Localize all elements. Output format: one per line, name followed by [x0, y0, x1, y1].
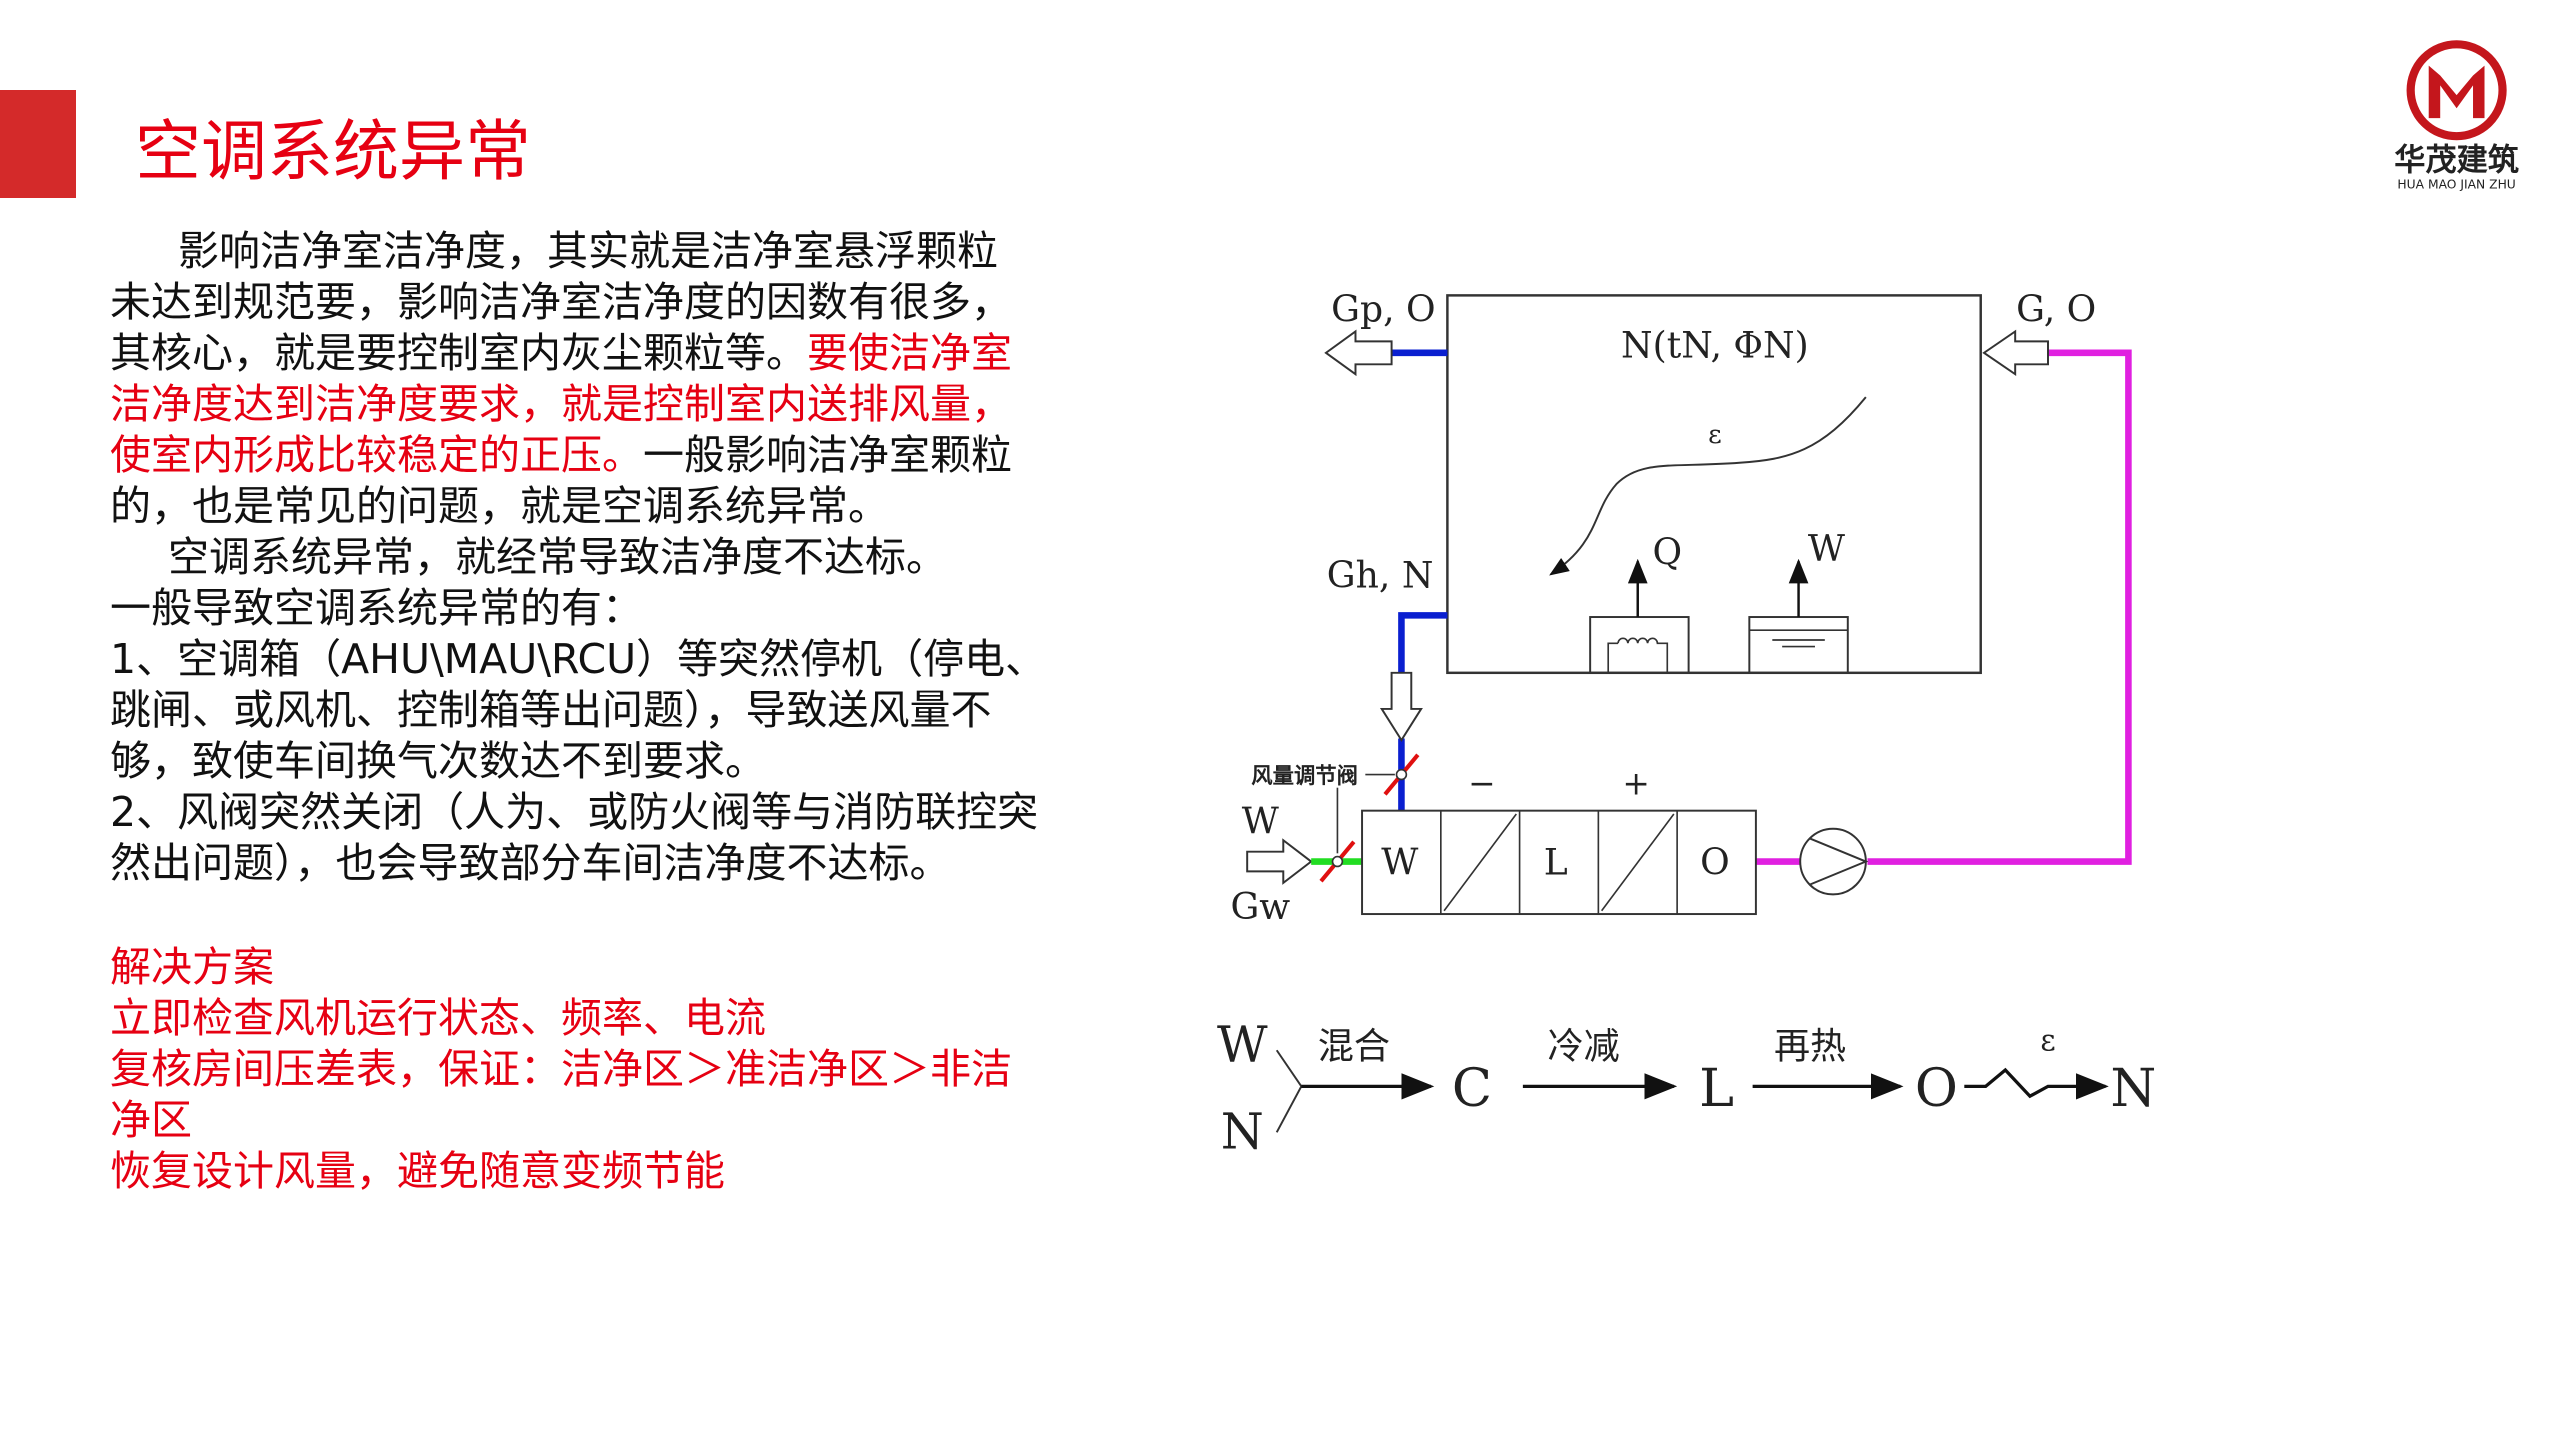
process-o: O — [1915, 1058, 1958, 1119]
process-mix: 混合 — [1318, 1024, 1390, 1067]
text-line: 1、空调箱（AHU\MAU\RCU）等突然停机（停电、 — [110, 635, 1047, 683]
highlight-span: 使室内形成比较稳定的正压。 — [110, 431, 643, 479]
epsilon-curve — [1549, 396, 1867, 576]
process-reheat: 再热 — [1774, 1024, 1846, 1067]
process-n-out: N — [2110, 1058, 2156, 1119]
text-line: 其核心，就是要控制室内灰尘颗粒等。要使洁净室 — [110, 328, 1046, 379]
solution-item: 净区 — [110, 1096, 192, 1144]
text-line: 影响洁净室洁净度，其实就是洁净室悬浮颗粒 — [178, 227, 998, 275]
text-span: 其核心，就是要控制室内灰尘颗粒等。 — [110, 329, 807, 377]
highlight-span: 要使洁净室 — [807, 329, 1012, 377]
heater-icon — [1589, 616, 1690, 674]
outdoor-flow-label: Gw — [1230, 885, 1290, 928]
title-accent-bar — [0, 90, 76, 198]
supply-duct — [1867, 349, 2132, 865]
epsilon-label: ε — [1708, 420, 1722, 450]
ahu-unit: W L O − + — [1361, 764, 1757, 916]
logo-en: HUA MAO JIAN ZHU — [2397, 178, 2515, 192]
return-duct — [1398, 612, 1448, 673]
solution-item: 立即检查风机运行状态、频率、电流 — [110, 994, 766, 1042]
exhaust-label: Gp, O — [1331, 288, 1435, 331]
room-box — [1446, 294, 1982, 675]
text-span: 一般影响洁净室颗粒 — [643, 431, 1012, 479]
solutions: 解决方案 立即检查风机运行状态、频率、电流 复核房间压差表，保证：洁净区＞准洁净… — [110, 942, 1012, 1197]
humidifier-icon — [1748, 616, 1849, 674]
body-text: 影响洁净室洁净度，其实就是洁净室悬浮颗粒 未达到规范要，影响洁净室洁净度的因数有… — [110, 226, 1046, 889]
fresh-air-arrow-icon — [1246, 838, 1313, 885]
supply-label: G, O — [2016, 288, 2096, 331]
logo-cn: 华茂建筑 — [2394, 143, 2519, 179]
text-line: 一般导致空调系统异常的有： — [110, 584, 643, 632]
text-line: 够，致使车间换气次数达不到要求。 — [110, 737, 766, 785]
moisture-label: W — [1808, 527, 1845, 570]
process-chain: W N 混合 C 冷减 L 再热 O ε N — [1217, 1016, 2156, 1161]
highlight-line: 洁净度达到洁净度要求，就是控制室内送排风量， — [110, 380, 1012, 428]
damper-label: 风量调节阀 — [1251, 764, 1358, 789]
process-cool: 冷减 — [1547, 1024, 1619, 1067]
process-l: L — [1699, 1058, 1734, 1119]
fan-icon — [1799, 827, 1869, 896]
process-c: C — [1452, 1058, 1492, 1119]
room-diagram: N(tN, ΦN) ε Q W Gp, O G, O Gh, N 风量调节阀 — [1230, 288, 2132, 928]
process-n-in: N — [1221, 1103, 1264, 1161]
ahu-cell-w: W — [1381, 841, 1418, 884]
solution-item: 恢复设计风量，避免随意变频节能 — [110, 1147, 725, 1195]
text-line: 2、风阀突然关闭（人为、或防火阀等与消防联控突 — [110, 788, 1039, 836]
supply-arrow-icon — [1982, 329, 2049, 377]
solutions-heading: 解决方案 — [110, 943, 274, 991]
company-logo: 华茂建筑 HUA MAO JIAN ZHU — [2394, 40, 2519, 192]
return-arrow-icon — [1379, 671, 1423, 742]
return-label: Gh, N — [1327, 553, 1434, 596]
text-line: 的，也是常见的问题，就是空调系统异常。 — [110, 482, 889, 530]
text-line: 跳闸、或风机、控制箱等出问题），导致送风量不 — [110, 686, 992, 734]
outdoor-label: W — [1242, 800, 1279, 843]
ahu-cell-l: L — [1544, 841, 1568, 884]
process-eps: ε — [2040, 1023, 2055, 1057]
text-line: 然出问题），也会导致部分车间洁净度不达标。 — [110, 839, 951, 887]
heat-label: Q — [1652, 531, 1682, 574]
heating-sign: + — [1622, 764, 1650, 802]
text-line: 空调系统异常，就经常导致洁净度不达标。 — [168, 533, 947, 581]
text-line: 使室内形成比较稳定的正压。一般影响洁净室颗粒 — [110, 430, 1046, 481]
page-title: 空调系统异常 — [135, 113, 531, 190]
cooling-sign: − — [1468, 764, 1496, 802]
ahu-cell-o: O — [1700, 841, 1730, 884]
solution-item: 复核房间压差表，保证：洁净区＞准洁净区＞非洁 — [110, 1045, 1012, 1093]
exhaust-arrow-icon — [1324, 329, 1393, 377]
text-line: 未达到规范要，影响洁净室洁净度的因数有很多， — [110, 278, 1012, 326]
room-state-label: N(tN, ΦN) — [1621, 324, 1809, 367]
process-w: W — [1217, 1016, 1268, 1074]
